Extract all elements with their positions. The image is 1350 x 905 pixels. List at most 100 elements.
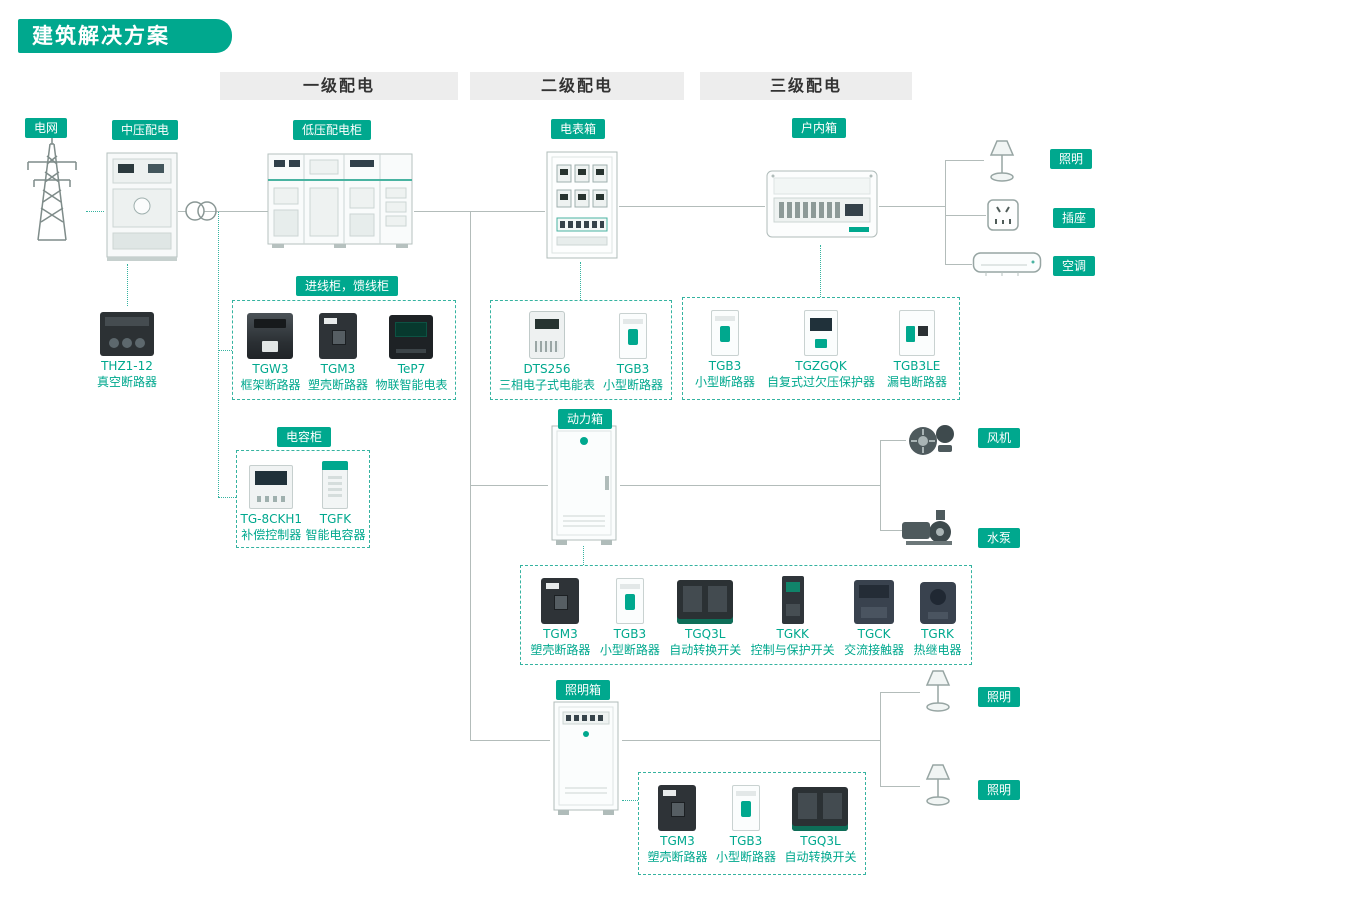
connector-line [880, 440, 881, 530]
connector-line [620, 485, 880, 486]
connector-line [945, 160, 984, 161]
product-name: TGM3 [660, 834, 695, 848]
product-desc: 交流接触器 [844, 642, 905, 657]
product-name: TGB3 [729, 834, 763, 848]
product-name: TGKK [776, 627, 809, 641]
product-tgrk: TGRK 热继电器 [914, 574, 962, 658]
air-conditioner-load-label: 空调 [1053, 256, 1096, 276]
dotted-connector [218, 497, 236, 498]
product-name: TGB3 [708, 359, 742, 373]
product-image-box [647, 781, 707, 831]
product-tgm3: TGM3 塑壳断路器 [308, 309, 368, 393]
mv-cabinet-image [104, 150, 180, 268]
connector-line [945, 264, 972, 265]
lamp-icon [920, 668, 956, 718]
connector-line [622, 740, 880, 741]
connector-line [470, 485, 548, 486]
product-desc: 小型断路器 [599, 642, 660, 657]
lighting-box-label: 照明箱 [556, 680, 611, 700]
product-image-box [695, 306, 755, 356]
fan-load-label: 风机 [978, 428, 1021, 448]
product-desc: 自动转换开关 [669, 642, 742, 657]
product-name: TGW3 [252, 362, 289, 376]
incoming-feeder-label: 进线柜，馈线柜 [296, 276, 399, 296]
product-image-box [240, 459, 302, 509]
connector-line [945, 160, 946, 265]
lamp-icon [920, 762, 956, 812]
lighting-load-label: 照明 [978, 687, 1021, 707]
dotted-connector [218, 350, 232, 351]
indoor-box-label: 户内箱 [792, 118, 847, 138]
product-image-box [240, 309, 300, 359]
lamp-icon [984, 138, 1020, 188]
product-image-box [914, 574, 962, 624]
product-tgb3: TGB3 小型断路器 [695, 306, 755, 390]
product-desc: 塑壳断路器 [530, 642, 591, 657]
connector-line [880, 786, 920, 787]
product-desc: 热继电器 [913, 642, 962, 657]
connector-line [470, 740, 550, 741]
connector-line [945, 215, 986, 216]
product-image-box [308, 309, 368, 359]
power-box-image [548, 424, 620, 552]
vacuum-breaker-image [100, 312, 154, 356]
product-tgck: TGCK 交流接触器 [844, 574, 904, 658]
incoming-feeder-products-group: TGW3 框架断路器 TGM3 塑壳断路器 TeP7 物联智能电表 [232, 300, 456, 400]
connector-line [880, 440, 906, 441]
mcb-image [618, 313, 647, 359]
transformer-icon [181, 199, 221, 227]
vacuum-breaker-image-box [70, 306, 184, 356]
product-desc: 小型断路器 [715, 849, 776, 864]
control-protection-switch-image [781, 576, 804, 624]
product-desc: 框架断路器 [240, 377, 301, 392]
lv-switchgear-image [266, 150, 414, 254]
indoor-box-image [765, 167, 879, 249]
product-name: TGM3 [543, 627, 578, 641]
product-name: TGZGQK [795, 359, 847, 373]
product-tgfk: TGFK 智能电容器 [305, 459, 365, 543]
meter-box-label: 电表箱 [551, 119, 606, 139]
dotted-connector [622, 800, 638, 801]
product-desc: 小型断路器 [694, 374, 755, 389]
connector-line [880, 692, 881, 786]
rcbo-image [898, 310, 935, 356]
air-conditioner-icon [972, 251, 1042, 282]
product-tgm3: TGM3 塑壳断路器 [647, 781, 708, 865]
capacitor-products-group: TG-8CKH1 补偿控制器 TGFK 智能电容器 [236, 450, 370, 548]
mccb-image [658, 785, 697, 831]
contactor-image [854, 580, 895, 624]
product-tgb3le: TGB3LE 漏电断路器 [887, 306, 947, 390]
product-tgb3: TGB3 小型断路器 [603, 309, 663, 393]
product-desc: 真空断路器 [96, 374, 157, 389]
product-image-box [603, 309, 663, 359]
product-name: TGB3 [616, 362, 650, 376]
product-image-box [887, 306, 947, 356]
dotted-connector [820, 245, 821, 297]
product-image-box [844, 574, 904, 624]
mv-distribution-label: 中压配电 [112, 120, 179, 140]
product-image-box [669, 574, 741, 624]
dotted-connector [583, 546, 584, 565]
product-tep7: TeP7 物联智能电表 [375, 309, 448, 393]
product-desc: 智能电容器 [305, 527, 366, 542]
power-box-products-group: TGM3 塑壳断路器 TGB3 小型断路器 TGQ3L 自动转换开关 TGKK … [520, 565, 972, 665]
product-desc: 小型断路器 [602, 377, 663, 392]
pump-load-label: 水泵 [978, 528, 1021, 548]
meter-box-image [545, 150, 619, 266]
mccb-image [541, 578, 580, 624]
product-name: TGRK [921, 627, 954, 641]
section-header-secondary: 二级配电 [470, 72, 684, 100]
lighting-box-products-group: TGM3 塑壳断路器 TGB3 小型断路器 TGQ3L 自动转换开关 [638, 772, 866, 875]
product-name: TGB3 [613, 627, 647, 641]
connector-line [880, 530, 903, 531]
product-tg8ckh1: TG-8CKH1 补偿控制器 [240, 459, 302, 543]
connector-line [879, 206, 945, 207]
energy-meter-image [528, 311, 565, 359]
mcb-image [615, 578, 644, 624]
smart-capacitor-image [322, 461, 349, 509]
socket-load-label: 插座 [1053, 208, 1096, 228]
lighting-load-label: 照明 [978, 780, 1021, 800]
mcb-image [710, 310, 739, 356]
connector-line [619, 206, 765, 207]
